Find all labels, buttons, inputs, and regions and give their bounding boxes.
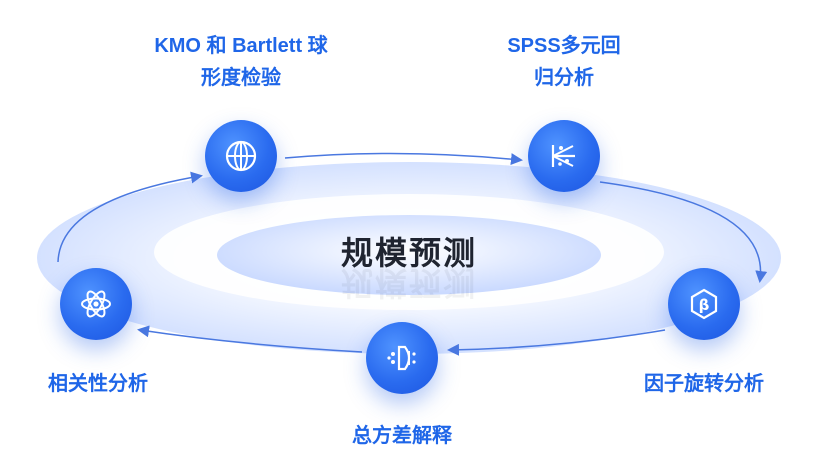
kmo-label: KMO 和 Bartlett 球 形度检验 [110,30,372,94]
arrow-correlation-to-kmo [57,171,203,263]
factor-node: β [668,268,740,340]
arrow-kmo-to-spss [284,152,523,166]
globe-icon [225,140,257,172]
correlation-node [60,268,132,340]
correlation-label: 相关性分析 [48,373,148,395]
atom-icon [81,290,111,318]
kmo-node [205,120,277,192]
spss-label-line1: SPSS多元回 [507,35,621,57]
center-disk [217,215,601,295]
regression-icon [551,145,575,167]
arrow-spss-to-factor [599,181,768,283]
svg-text:β: β [699,296,710,314]
kmo-label-line2: 形度检验 [201,67,281,89]
spss-node [528,120,600,192]
variance-icon [387,345,416,371]
variance-label: 总方差解释 [352,425,452,447]
arrow-factor-to-variance [447,329,666,356]
factor-label: 因子旋转分析 [644,373,764,395]
center-title: 规模预测 [340,235,477,271]
beta-icon: β [690,288,718,320]
variance-node [366,322,438,394]
spss-label-line2: 归分析 [534,67,594,89]
spss-label: SPSS多元回 归分析 [478,30,650,94]
kmo-label-line1: KMO 和 Bartlett 球 [154,35,328,57]
arrow-variance-to-correlation [137,325,363,353]
